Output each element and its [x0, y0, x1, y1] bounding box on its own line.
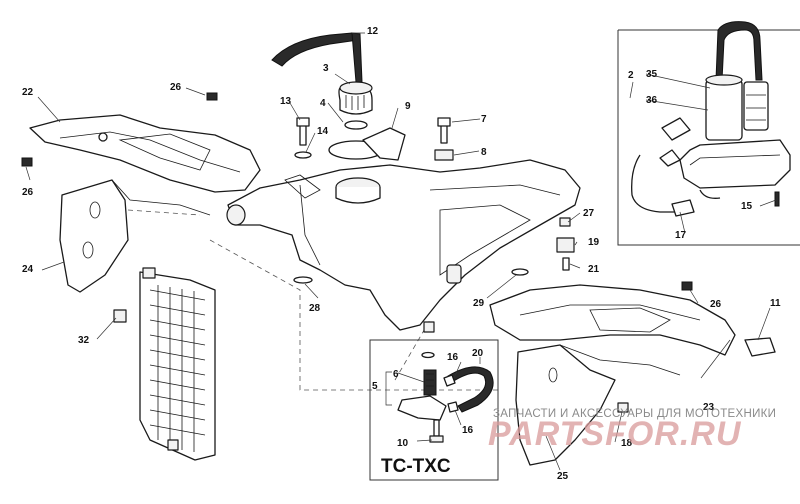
callout-21: 21 — [588, 264, 600, 275]
watermark-brand: PARTSFOR.RU — [488, 415, 742, 453]
callout-19: 19 — [588, 237, 600, 248]
callout-9: 9 — [405, 101, 411, 112]
callout-23: 23 — [703, 402, 715, 413]
right-shroud — [489, 284, 736, 356]
callout-29: 29 — [473, 298, 485, 309]
callout-labels: 2 3 4 5 6 7 8 9 10 11 12 13 14 15 16 16 … — [22, 26, 781, 482]
callout-16-upper: 16 — [447, 352, 459, 363]
callout-32: 32 — [78, 335, 90, 346]
callout-25: 25 — [557, 471, 569, 482]
callout-leaders — [25, 32, 777, 471]
callout-20: 20 — [472, 348, 484, 359]
callout-12: 12 — [367, 26, 379, 37]
callout-15: 15 — [741, 201, 753, 212]
callout-24: 24 — [22, 264, 34, 275]
fuel-tank — [226, 159, 581, 333]
right-side-panel — [515, 344, 681, 466]
fasteners — [21, 92, 776, 357]
callout-18: 18 — [621, 438, 633, 449]
callout-3: 3 — [323, 63, 329, 74]
callout-28: 28 — [309, 303, 321, 314]
left-shroud — [29, 114, 261, 193]
callout-11: 11 — [770, 298, 781, 309]
callout-26-left: 26 — [22, 187, 34, 198]
callout-13: 13 — [280, 96, 292, 107]
callout-10: 10 — [397, 438, 409, 449]
callout-26-right: 26 — [710, 299, 722, 310]
filler-parts — [271, 32, 406, 161]
callout-35: 35 — [646, 69, 658, 80]
callout-16-lower: 16 — [462, 425, 474, 436]
callout-17: 17 — [675, 230, 687, 241]
fuel-pump-inset — [617, 21, 800, 246]
watermark-caption: ЗАПЧАСТИ И АКСЕССУАРЫ ДЛЯ МОТОТЕХНИКИ — [493, 408, 776, 420]
fuel-tap-inset — [369, 339, 499, 481]
callout-8: 8 — [481, 147, 487, 158]
callout-4: 4 — [320, 98, 326, 109]
callout-26-top: 26 — [170, 82, 182, 93]
callout-7: 7 — [481, 114, 487, 125]
callout-36: 36 — [646, 95, 658, 106]
callout-22: 22 — [22, 87, 34, 98]
callout-2: 2 — [628, 70, 634, 81]
watermark: ЗАПЧАСТИ И АКСЕССУАРЫ ДЛЯ МОТОТЕХНИКИ PA… — [488, 408, 776, 453]
variant-label: TC-TXC — [381, 456, 451, 477]
callout-14: 14 — [317, 126, 329, 137]
callout-27: 27 — [583, 208, 595, 219]
callout-6: 6 — [393, 369, 399, 380]
radiator — [139, 267, 216, 461]
callout-5: 5 — [372, 381, 378, 392]
left-side-panel — [59, 179, 211, 293]
